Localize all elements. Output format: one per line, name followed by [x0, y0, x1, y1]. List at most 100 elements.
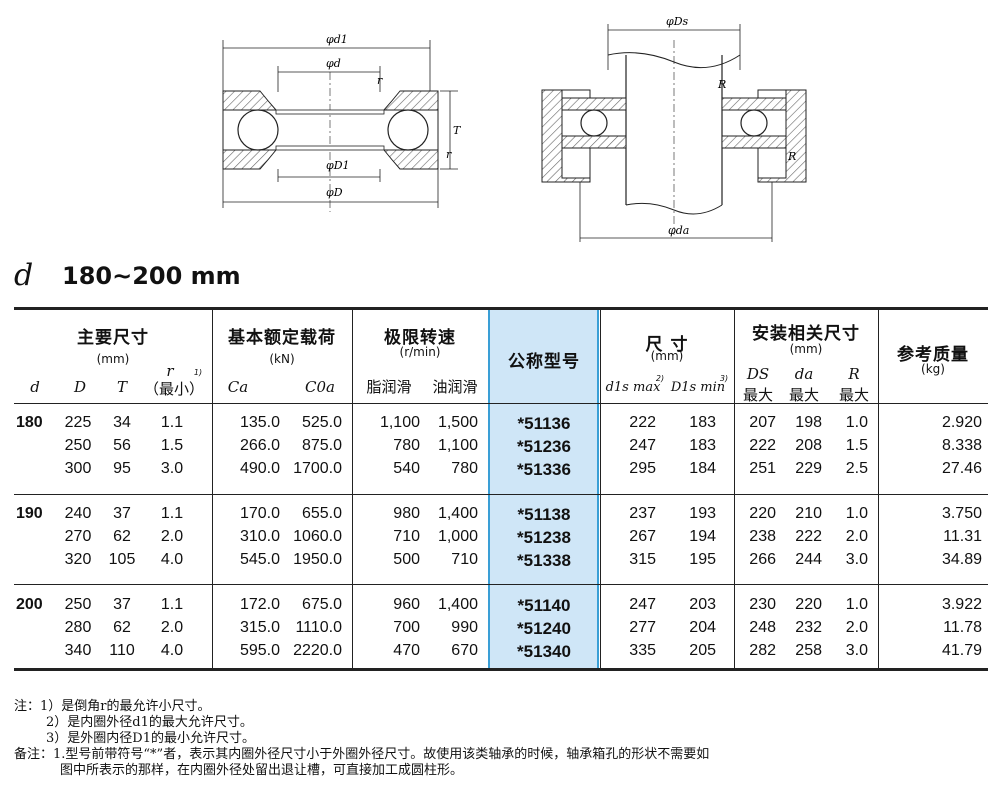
cell-C0a: 1060.0	[293, 528, 342, 545]
cell-oil: 990	[451, 619, 478, 636]
cell-model: *51138	[517, 505, 571, 524]
header-dims-unit: (mm)	[650, 349, 684, 363]
header-speed-unit: (r/min)	[399, 345, 441, 359]
cell-Ca: 315.0	[239, 619, 280, 636]
subheader-oil: 油润滑	[432, 378, 478, 396]
cell-d1s: 247	[629, 437, 656, 454]
dim-label-r-right: r	[446, 148, 452, 161]
cell-grease: 540	[393, 460, 420, 477]
cell-D1s: 205	[689, 642, 716, 659]
subheader-da-max: 最大	[788, 386, 819, 404]
cell-T: 56	[113, 437, 131, 454]
cell-R: 2.0	[845, 619, 868, 636]
cell-D1s: 183	[689, 437, 716, 454]
cell-kg: 3.922	[941, 596, 982, 613]
cell-Ca: 310.0	[239, 528, 280, 545]
cell-d1s: 237	[629, 505, 656, 522]
cell-r: 2.0	[160, 528, 184, 545]
cell-D: 250	[64, 596, 92, 613]
cell-C0a: 2220.0	[293, 642, 342, 659]
cell-da: 208	[795, 437, 822, 454]
subheader-r-min: （最小）	[143, 380, 204, 398]
cell-Ds: 222	[749, 437, 776, 454]
col-divider	[878, 310, 879, 668]
cell-D: 250	[64, 437, 92, 454]
cell-da: 244	[795, 551, 822, 568]
cell-R: 1.0	[845, 414, 868, 431]
cell-T: 95	[113, 460, 131, 477]
cell-Ds: 207	[749, 414, 776, 431]
cell-d1s: 315	[629, 551, 656, 568]
header-load-unit: (kN)	[269, 352, 295, 366]
cell-r: 1.1	[160, 505, 184, 522]
cell-grease: 780	[393, 437, 420, 454]
group-bore-d: 200	[16, 596, 43, 613]
cell-kg: 2.920	[941, 414, 982, 431]
cell-kg: 11.31	[943, 528, 982, 545]
cell-D1s: 193	[689, 505, 716, 522]
header-dims: 尺 寸	[645, 335, 689, 355]
cell-T: 62	[113, 619, 131, 636]
model-column-highlight	[488, 309, 599, 670]
cell-Ca: 170.0	[239, 505, 280, 522]
header-weight-unit: (kg)	[921, 362, 945, 376]
cell-D1s: 195	[689, 551, 716, 568]
cell-kg: 8.338	[941, 437, 982, 454]
title-range: 180~200 mm	[62, 262, 241, 290]
dim-label-T: T	[453, 124, 462, 137]
cell-T: 105	[108, 551, 136, 568]
cell-r: 1.1	[160, 414, 184, 431]
dim-label-D: φD	[326, 186, 343, 199]
header-main-dims-unit: (mm)	[96, 352, 130, 366]
cell-kg: 34.89	[941, 551, 982, 568]
cell-D: 225	[64, 414, 92, 431]
cell-D1s: 204	[689, 619, 716, 636]
cell-T: 62	[113, 528, 131, 545]
cell-Ds: 230	[749, 596, 776, 613]
header-weight: 参考质量	[897, 345, 969, 365]
cell-C0a: 875.0	[301, 437, 342, 454]
cell-R: 2.5	[845, 460, 868, 477]
cell-model: *51136	[517, 414, 571, 433]
cell-D: 270	[64, 528, 92, 545]
bearing-section-drawing: φd1 φd r T r φD1 φD	[222, 33, 462, 212]
note-2: 2）是内圈外径d1的最大允许尺寸。	[46, 715, 253, 730]
header-speed: 极限转速	[384, 328, 456, 348]
cell-kg: 3.750	[941, 505, 982, 522]
cell-grease: 700	[393, 619, 420, 636]
subheader-d1s: d1s max	[605, 380, 661, 395]
cell-d1s: 267	[629, 528, 656, 545]
cell-da: 220	[795, 596, 822, 613]
dim-label-d: φd	[326, 57, 341, 70]
cell-C0a: 1110.0	[295, 619, 342, 636]
cell-model: *51338	[517, 551, 571, 570]
cell-r: 4.0	[160, 551, 184, 568]
cell-d1s: 277	[629, 619, 656, 636]
cell-D: 340	[64, 642, 92, 659]
cell-R: 3.0	[845, 642, 868, 659]
title-symbol: d	[14, 258, 34, 293]
subheader-d: d	[30, 378, 40, 396]
subheader-Ca: Ca	[227, 378, 249, 396]
cell-Ds: 220	[749, 505, 776, 522]
cell-da: 229	[795, 460, 822, 477]
cell-C0a: 1950.0	[293, 551, 342, 568]
cell-grease: 500	[393, 551, 420, 568]
cell-oil: 1,000	[437, 528, 478, 545]
cell-da: 222	[795, 528, 822, 545]
subheader-r-note: 1)	[193, 368, 203, 377]
cell-D1s: 183	[689, 414, 716, 431]
cell-model: *51238	[517, 528, 571, 547]
cell-model: *51236	[517, 437, 571, 456]
cell-Ca: 266.0	[239, 437, 280, 454]
cell-R: 3.0	[845, 551, 868, 568]
cell-C0a: 525.0	[301, 414, 342, 431]
cell-grease: 470	[393, 642, 420, 659]
dim-label-R-top: R	[717, 78, 726, 91]
installation-drawing: φDs R R φda	[541, 15, 807, 242]
cell-Ca: 172.0	[239, 596, 280, 613]
cell-d1s: 295	[629, 460, 656, 477]
subheader-R: R	[848, 365, 860, 383]
cell-C0a: 655.0	[301, 505, 342, 522]
cell-Ds: 251	[749, 460, 776, 477]
